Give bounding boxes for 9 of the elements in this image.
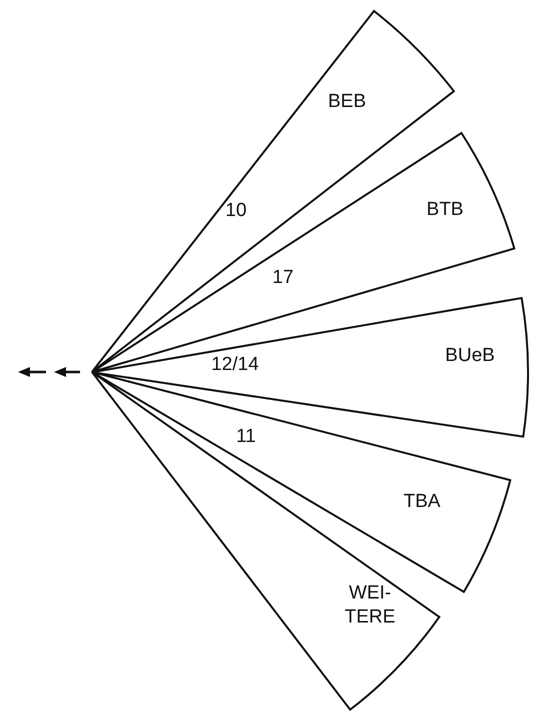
number-label: 11 [236,426,256,448]
number-label: 10 [225,200,247,222]
segment-label: WEI- TERE [344,581,396,629]
number-label: 12/14 [211,354,259,376]
segment-label: BUeB [444,344,496,368]
number-label: 17 [272,267,294,289]
segment-label: TBA [402,490,442,514]
segment-label: BEB [326,90,368,114]
segment-label: BTB [426,198,464,222]
